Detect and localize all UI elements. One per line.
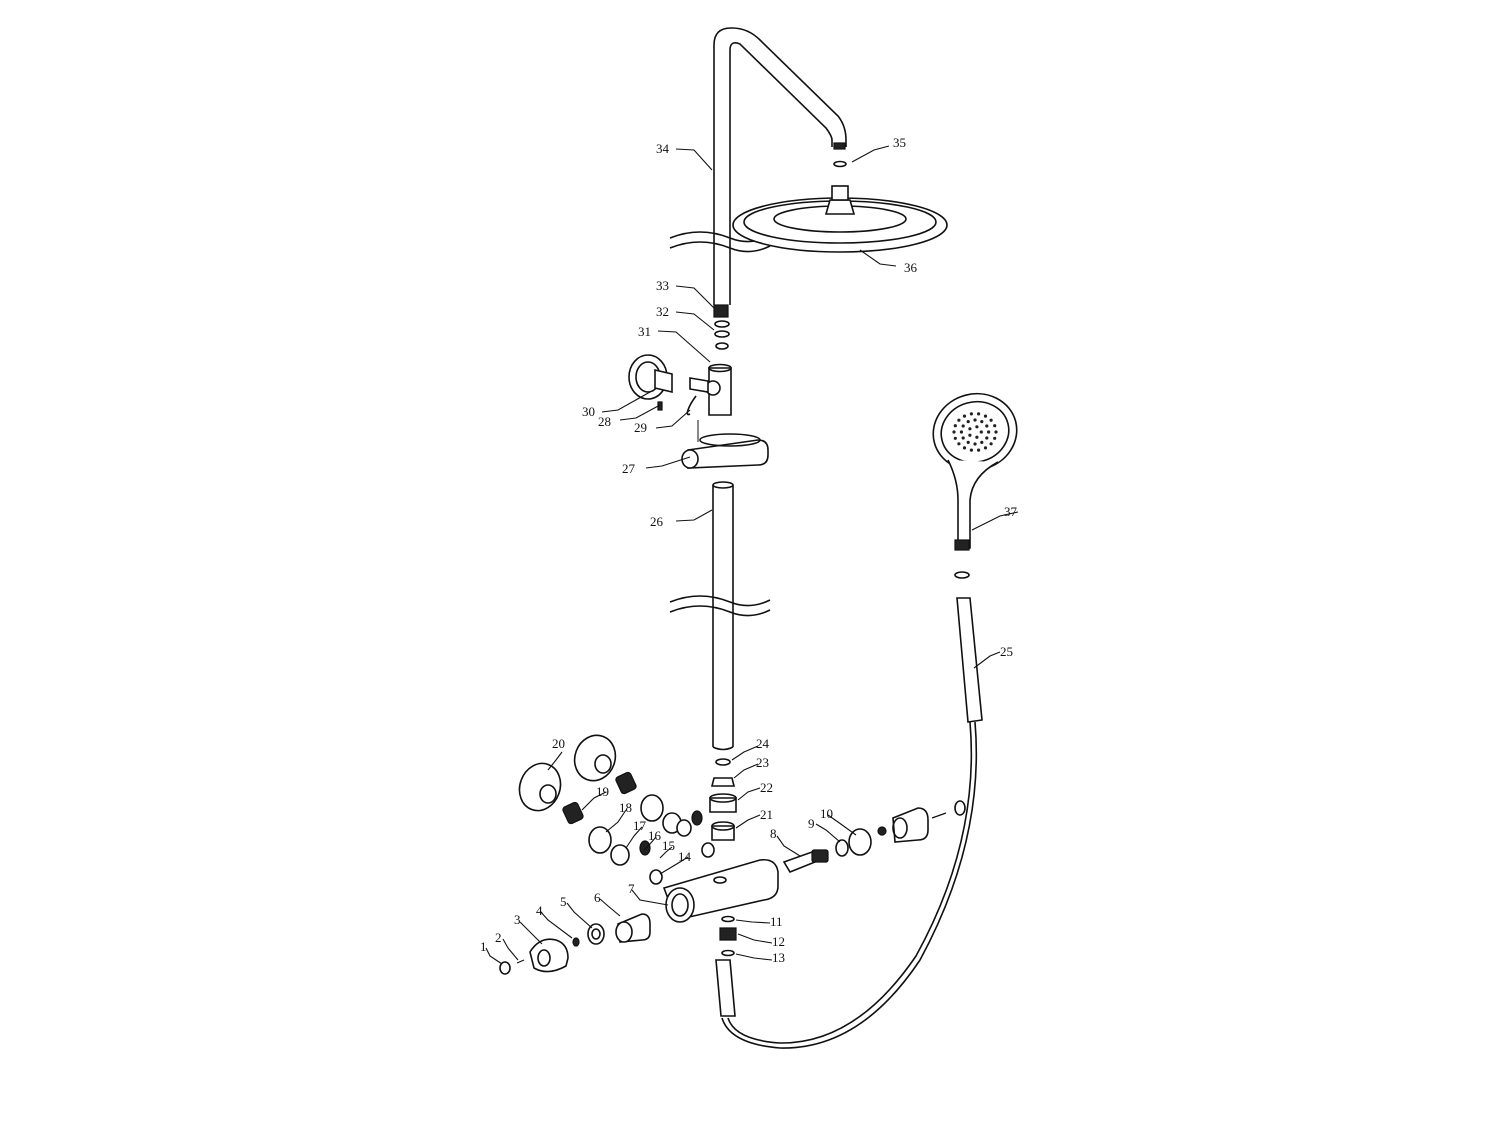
nozzle-dot <box>973 442 977 446</box>
callout-4: 4 <box>536 903 543 918</box>
callout-37: 37 <box>1004 504 1018 519</box>
nozzle-dot <box>959 430 964 434</box>
callout-20: 20 <box>552 736 565 751</box>
nozzle-dot <box>973 418 977 422</box>
callout-28: 28 <box>598 414 611 429</box>
nozzle-dot <box>977 412 981 416</box>
callout-12: 12 <box>772 934 785 949</box>
callout-labels: 34 35 36 33 32 31 30 28 29 27 26 37 25 2… <box>480 135 1018 965</box>
nozzle-dot <box>953 436 957 440</box>
wall-bracket-assembly <box>628 354 732 416</box>
nozzle-dot <box>989 418 993 422</box>
callout-26: 26 <box>650 514 664 529</box>
callout-23: 23 <box>756 755 769 770</box>
callout-19: 19 <box>596 784 609 799</box>
nozzle-dot <box>980 440 984 444</box>
callout-8: 8 <box>770 826 777 841</box>
nozzle-dot <box>969 448 974 452</box>
callout-34: 34 <box>656 141 670 156</box>
nozzle-dot <box>989 442 993 446</box>
handle-parts-bottom <box>499 913 737 975</box>
hand-shower <box>932 392 1018 579</box>
nozzle-dot <box>994 430 998 434</box>
nozzle-dot <box>961 436 965 440</box>
nozzle-dot <box>993 436 997 440</box>
nozzle-dot <box>983 446 988 450</box>
callout-22: 22 <box>760 780 773 795</box>
valve-parts-center <box>709 758 737 841</box>
nozzle-dot <box>983 414 988 418</box>
callout-2: 2 <box>495 930 502 945</box>
nozzle-dot <box>961 424 965 428</box>
leader-lines <box>485 145 1019 965</box>
callout-10: 10 <box>820 806 833 821</box>
connector-stack <box>713 304 730 350</box>
valve-parts-left <box>518 734 715 885</box>
nozzle-dot <box>975 435 979 439</box>
callout-24: 24 <box>756 736 770 751</box>
callout-6: 6 <box>594 890 601 905</box>
nozzle-dot <box>962 414 967 418</box>
callout-7: 7 <box>628 881 635 896</box>
callout-11: 11 <box>770 914 783 929</box>
callout-32: 32 <box>656 304 669 319</box>
callout-15: 15 <box>662 838 675 853</box>
overhead-shower-head <box>732 160 948 253</box>
riser-rail <box>669 481 771 751</box>
callout-33: 33 <box>656 278 669 293</box>
nozzle-dot <box>993 424 997 428</box>
shower-hose <box>715 597 983 1049</box>
callout-18: 18 <box>619 800 632 815</box>
valve-parts-right <box>782 800 966 873</box>
nozzle-dot <box>985 424 989 428</box>
callout-29: 29 <box>634 420 647 435</box>
callout-25: 25 <box>1000 644 1013 659</box>
nozzle-dot <box>969 412 974 416</box>
thermostatic-valve-body <box>662 858 779 923</box>
nozzle-dot <box>957 442 961 446</box>
nozzle-dot <box>966 440 970 444</box>
nozzle-dot <box>977 448 981 452</box>
callout-3: 3 <box>514 912 521 927</box>
callout-13: 13 <box>772 950 785 965</box>
nozzle-dot <box>980 420 984 424</box>
callout-5: 5 <box>560 894 567 909</box>
nozzle-dot <box>962 446 967 450</box>
nozzle-dot <box>957 418 961 422</box>
callout-9: 9 <box>808 816 815 831</box>
upper-riser-arm <box>669 27 847 305</box>
callout-16: 16 <box>648 828 662 843</box>
nozzle-dot <box>952 430 956 434</box>
callout-36: 36 <box>904 260 918 275</box>
callout-1: 1 <box>480 939 487 954</box>
nozzle-dots <box>952 412 998 452</box>
nozzle-dot <box>953 424 957 428</box>
callout-27: 27 <box>622 461 636 476</box>
nozzle-dot <box>968 427 972 431</box>
callout-14: 14 <box>678 849 692 864</box>
callout-17: 17 <box>633 818 647 833</box>
callout-31: 31 <box>638 324 651 339</box>
nozzle-dot <box>979 430 983 434</box>
callout-30: 30 <box>582 404 595 419</box>
nozzle-dot <box>987 430 991 434</box>
callout-35: 35 <box>893 135 906 150</box>
nozzle-dot <box>975 425 979 429</box>
hand-shower-slider <box>681 420 769 469</box>
callout-21: 21 <box>760 807 773 822</box>
nozzle-dot <box>985 436 989 440</box>
nozzle-dot <box>966 420 970 424</box>
nozzle-dot <box>968 433 972 437</box>
